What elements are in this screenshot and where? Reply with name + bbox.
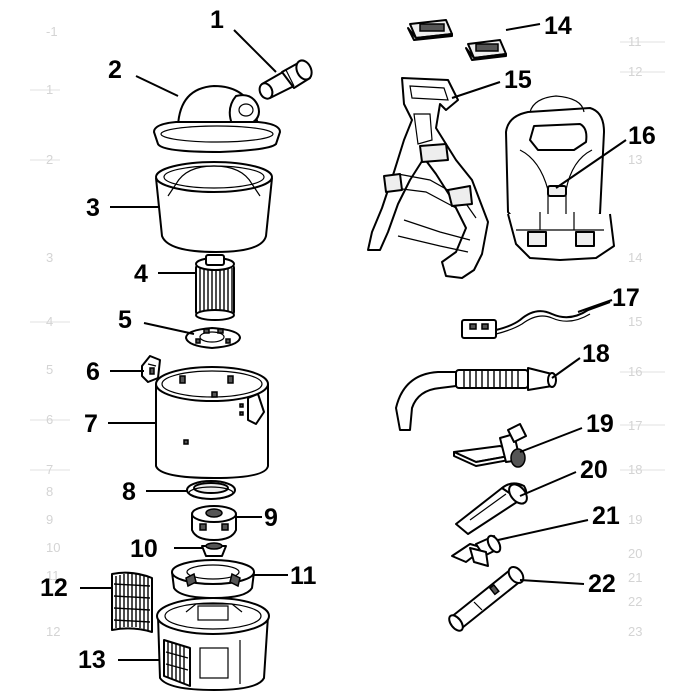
- bg-number: 14: [628, 250, 642, 265]
- bg-number: 10: [46, 540, 60, 555]
- part-base-housing: [156, 597, 270, 691]
- part-label-22: 22: [588, 570, 616, 598]
- leader-lines: [80, 23, 627, 661]
- bg-number: 20: [628, 546, 642, 561]
- part-label-6: 6: [86, 358, 100, 386]
- bg-number: 22: [628, 594, 642, 609]
- part-floor-tool: [453, 423, 527, 468]
- part-hose: [395, 367, 557, 431]
- part-latch: [141, 355, 161, 383]
- part-label-3: 3: [86, 194, 100, 222]
- part-label-7: 7: [84, 410, 98, 438]
- part-seal-ring: [186, 480, 236, 500]
- bg-number: 3: [46, 250, 53, 265]
- bg-number: 8: [46, 484, 53, 499]
- part-exhaust-filter: [111, 571, 153, 633]
- background-guides: -1 1 2 3 4 5 6 7 8 9 10 11 12 11 12 13 1…: [30, 24, 665, 639]
- bg-number: 9: [46, 512, 53, 527]
- part-buckles: [407, 19, 507, 61]
- part-label-20: 20: [580, 456, 608, 484]
- part-labels: 1 2 3 4 5 6 7 8 9 10 11 12 13 14 15 16 1…: [40, 6, 656, 674]
- bg-number: 11: [46, 568, 60, 583]
- part-label-19: 19: [586, 410, 614, 438]
- bg-number: 23: [628, 624, 642, 639]
- part-label-1: 1: [210, 6, 224, 34]
- part-label-14: 14: [544, 12, 572, 40]
- bg-number: 16: [628, 364, 642, 379]
- part-label-10: 10: [130, 535, 158, 563]
- part-upholstery-tool: [451, 534, 502, 567]
- part-fan: [201, 542, 227, 557]
- part-label-4: 4: [134, 260, 148, 288]
- bg-number: -1: [46, 24, 58, 39]
- bg-number: 12: [46, 624, 60, 639]
- bg-number: 11: [628, 34, 642, 49]
- part-label-21: 21: [592, 502, 620, 530]
- part-harness: [505, 95, 615, 261]
- bg-number: 18: [628, 462, 642, 477]
- part-power-cord: [461, 301, 611, 339]
- part-extension-wand: [448, 566, 525, 632]
- part-label-8: 8: [122, 478, 136, 506]
- part-crevice-tool: [455, 482, 528, 535]
- bg-number: 6: [46, 412, 53, 427]
- part-label-16: 16: [628, 122, 656, 150]
- part-label-2: 2: [108, 56, 122, 84]
- part-label-12: 12: [40, 574, 68, 602]
- part-label-9: 9: [264, 504, 278, 532]
- part-hose-adapter: [258, 59, 313, 100]
- part-cartridge-filter: [195, 254, 235, 321]
- part-filter-plate: [185, 327, 241, 349]
- bg-number: 1: [46, 82, 53, 97]
- bg-number: 15: [628, 314, 642, 329]
- part-backpack-frame: [367, 77, 489, 279]
- bg-number: 21: [628, 570, 642, 585]
- bg-number: 17: [628, 418, 642, 433]
- part-filter-basket: [155, 161, 273, 253]
- bg-number: 19: [628, 512, 642, 527]
- part-label-18: 18: [582, 340, 610, 368]
- part-motor: [191, 505, 237, 541]
- bg-number: 13: [628, 152, 642, 167]
- part-label-17: 17: [612, 284, 640, 312]
- bg-number: 12: [628, 64, 642, 79]
- bg-number: 4: [46, 314, 53, 329]
- part-motor-housing: [171, 559, 255, 599]
- part-label-11: 11: [290, 562, 317, 590]
- part-lid: [153, 85, 281, 153]
- part-label-13: 13: [78, 646, 106, 674]
- bg-number: 7: [46, 462, 53, 477]
- part-label-5: 5: [118, 306, 132, 334]
- part-label-15: 15: [504, 66, 532, 94]
- bg-number: 2: [46, 152, 53, 167]
- part-canister: [155, 366, 269, 479]
- bg-number: 5: [46, 362, 53, 377]
